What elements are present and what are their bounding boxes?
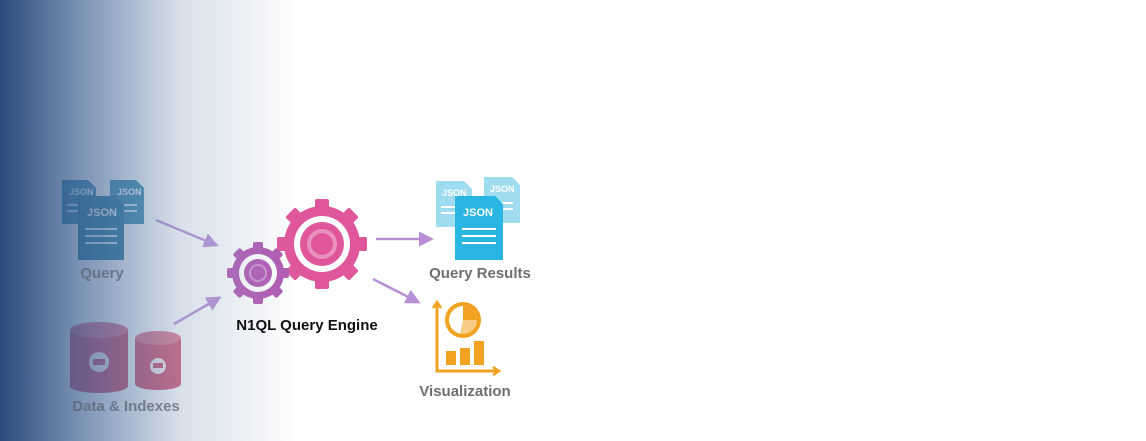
query-json-icon: JSON JSON JSON [62, 180, 144, 260]
database-icon [70, 322, 128, 393]
database-icon [135, 331, 181, 390]
results-json-icon: JSON JSON JSON [436, 177, 520, 260]
query-label: Query [80, 265, 124, 282]
json-document-icon: JSON [78, 196, 124, 260]
svg-text:JSON: JSON [87, 207, 117, 219]
engine-label: N1QL Query Engine [236, 317, 378, 334]
gear-icon [227, 242, 289, 304]
database-icons [70, 322, 181, 393]
svg-text:JSON: JSON [490, 184, 515, 194]
arrow-icon [173, 296, 222, 326]
svg-text:JSON: JSON [117, 187, 142, 197]
results-label: Query Results [429, 265, 531, 282]
svg-text:JSON: JSON [463, 207, 493, 219]
chart-icon [431, 299, 502, 377]
visualization-label: Visualization [419, 383, 511, 400]
svg-text:JSON: JSON [442, 188, 467, 198]
arrow-icon [372, 277, 421, 304]
data-indexes-label: Data & Indexes [72, 398, 180, 415]
json-document-icon: JSON [455, 196, 503, 260]
gear-icon [277, 199, 367, 289]
arrow-icon [155, 218, 219, 248]
svg-text:JSON: JSON [69, 187, 94, 197]
